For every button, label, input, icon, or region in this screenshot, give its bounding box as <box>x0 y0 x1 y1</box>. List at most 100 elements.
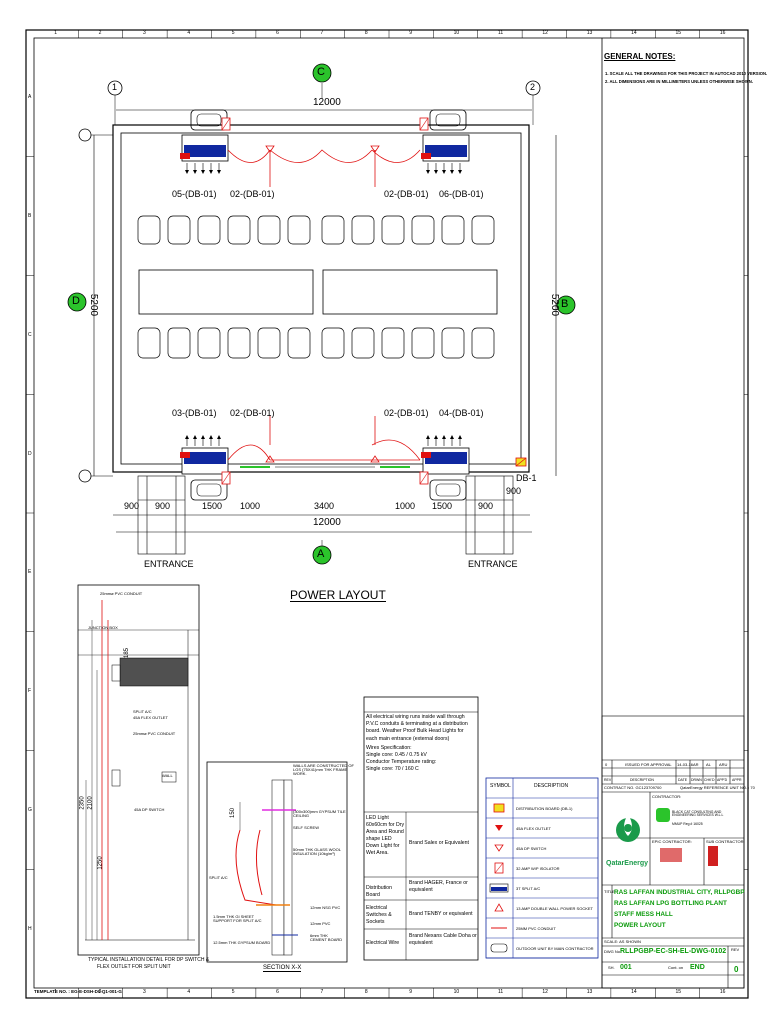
outdoor-unit <box>429 109 467 131</box>
spec-intro-text: All electrical wiring runs inside wall t… <box>366 714 468 742</box>
grid-col-label: 2 <box>98 30 102 36</box>
dim-seg: 1500 <box>202 501 223 511</box>
chair <box>441 327 465 359</box>
grid-col-label: 1 <box>54 989 57 995</box>
template-footer: TEMPLATE NO. : EG-E-DSH-D0-Q1-001-G <box>34 989 122 994</box>
spec-item: Electrical Wire <box>366 940 400 946</box>
detail-note: SPLIT A/C <box>133 709 152 714</box>
rev-value: 0 <box>734 965 739 974</box>
section-note: 12.5mm THK GYPSUM BOARD <box>213 940 271 945</box>
circuit-label: 02-(DB-01) <box>230 189 275 199</box>
detail-title-1: TYPICAL INSTALLATION DETAIL FOR DP SWITC… <box>88 957 210 963</box>
chair <box>411 215 435 245</box>
chair <box>321 215 345 245</box>
general-notes-title: GENERAL NOTES: <box>604 52 676 61</box>
epic-label: EPIC CONTRACTOR: <box>652 839 692 844</box>
title-line-4: POWER LAYOUT <box>614 922 666 929</box>
spec-brand: Brand Nexans Cable Doha or equivalent <box>409 933 477 946</box>
legend-item: 32 AMP W/P ISOLATOR <box>516 865 560 871</box>
legend-item: 45A DP SWITCH <box>516 845 547 851</box>
legend-symbol <box>494 844 504 852</box>
legend-header-description: DESCRIPTION <box>534 783 569 789</box>
dim-seg: 1000 <box>395 501 416 511</box>
dim-seg: 1500 <box>432 501 453 511</box>
axis-bubble-1 <box>107 80 123 96</box>
grid-col-label: 4 <box>187 30 191 36</box>
grid-col-label: 8 <box>364 989 368 995</box>
legend-symbol <box>490 943 508 953</box>
section-dim: 150 <box>230 807 237 819</box>
legend-symbol <box>494 862 504 874</box>
rev-chkd: AL <box>706 762 711 767</box>
qatarenergy-ref: QatarEnergy REFERENCE UNIT NO. : 70 <box>680 785 755 790</box>
rev-desc: ISSUED FOR APPROVAL <box>625 762 672 767</box>
legend-item: DISTRIBUTION BOARD (DB-1) <box>516 805 573 811</box>
grid-row-label: F <box>28 688 32 695</box>
axis-bubble-2 <box>525 80 541 96</box>
axis-label-2: 2 <box>530 82 536 92</box>
axis-label-c: C <box>317 66 325 78</box>
dwg-label: DWG No. <box>604 949 622 954</box>
dim-seg: 900 <box>124 501 140 511</box>
grid-col-label: 10 <box>453 30 460 36</box>
epic-logo <box>660 848 682 862</box>
axis-bubble-d <box>67 292 87 312</box>
rev-label: REV <box>731 947 740 952</box>
grid-col-label: 7 <box>320 989 324 995</box>
chair <box>137 215 161 245</box>
circuit-label: 05-(DB-01) <box>172 189 217 199</box>
grid-row-label: D <box>28 450 32 457</box>
legend-item: 25MM PVC CONDUIT <box>516 925 556 931</box>
circuit-label: 02-(DB-01) <box>384 189 429 199</box>
grid-col-label: 12 <box>542 30 548 36</box>
grid-col-label: 15 <box>675 30 681 36</box>
axis-label-d: D <box>72 295 80 307</box>
grid-col-label: 13 <box>586 989 593 995</box>
sheet-label: SH. <box>608 965 615 970</box>
chair <box>351 327 375 359</box>
title-line-2: RAS LAFFAN LPG BOTTLING PLANT <box>614 900 727 907</box>
title-line-1: RAS LAFFAN INDUSTRIAL CITY, RLLPGBP <box>614 889 745 896</box>
spec-item: LED Light 60x60cm for Dry Area and Round… <box>366 815 405 856</box>
grid-row-label: G <box>28 806 32 813</box>
dim-seg: 3400 <box>314 501 335 511</box>
grid-col-label: 6 <box>276 989 279 995</box>
spec-single-core-temp: Single core: 70 / 160 C <box>366 766 419 773</box>
contractor-label: CONTRACTOR: <box>652 794 682 799</box>
grid-ticks <box>26 30 748 998</box>
outdoor-unit <box>190 479 228 501</box>
dining-table-2 <box>322 269 498 315</box>
detail-note: 45A FLEX OUTLET <box>133 715 168 720</box>
circuit-label: 06-(DB-01) <box>439 189 484 199</box>
spec-intro: All electrical wiring runs inside wall t… <box>364 712 478 812</box>
circuit-label: 02-(DB-01) <box>230 408 275 418</box>
axis-label-1: 1 <box>112 82 118 92</box>
grid-col-label: 13 <box>586 30 593 36</box>
detail-note: 25mmø PVC CONDUIT <box>100 591 143 596</box>
grid-col-label: 14 <box>631 989 637 995</box>
grid-col-label: 16 <box>719 30 726 36</box>
section-note: (300x300)mm GYPSUM TILE CEILING <box>293 809 346 818</box>
contract-no: CONTRACT NO. GC123709700 <box>604 785 662 790</box>
dim-seg: 900 <box>478 501 494 511</box>
chair <box>197 327 221 359</box>
outdoor-unit <box>429 479 467 501</box>
legend-item: OUTDOOR UNIT BY MAIN CONTRACTOR <box>516 945 594 951</box>
contractor-logo <box>656 808 670 822</box>
section-note: 12mm PVC <box>310 921 331 926</box>
contractor-sub: MMUP Reg # 16025 <box>672 822 703 826</box>
rev-h-drwn: DRWN <box>691 778 702 782</box>
grid-row-label: E <box>28 569 32 576</box>
detail-dim: 2350 <box>79 796 86 810</box>
building-inner <box>120 132 522 465</box>
detail-dim: 2100 <box>87 796 94 810</box>
grid-col-label: 2 <box>98 989 102 995</box>
chair <box>137 327 161 359</box>
client-name: QatarEnergy <box>606 860 649 867</box>
rev-h-date: DATE <box>678 778 688 782</box>
rev-h-rev: REV <box>604 778 612 782</box>
cont-value: END <box>690 964 705 971</box>
chairs <box>137 215 495 359</box>
grid-col-label: 10 <box>453 989 460 995</box>
